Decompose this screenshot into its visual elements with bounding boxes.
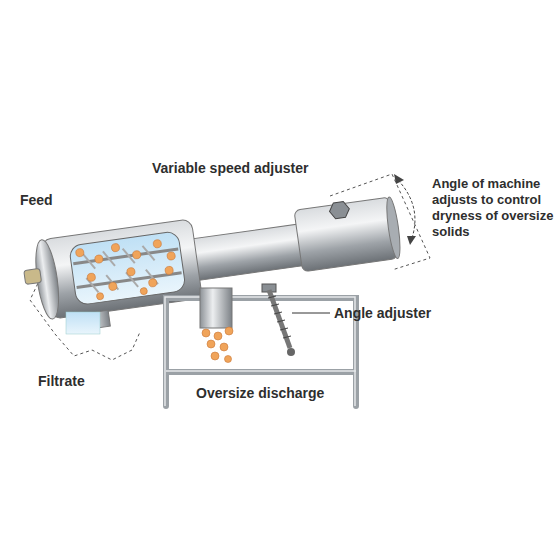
callout-label: Angle adjuster: [334, 305, 431, 321]
cutaway: [69, 231, 186, 306]
solid-particles: [75, 236, 180, 304]
label-box: Angle adjuster: [334, 305, 431, 322]
drum-housing: [41, 219, 203, 319]
middle-tube: [192, 223, 309, 280]
arrow-head: [394, 174, 404, 184]
callout-label: Angle of machine adjusts to control dryn…: [432, 176, 553, 239]
motor-housing: [294, 197, 398, 272]
support-frame: [166, 298, 356, 406]
label-box: Angle of machine adjusts to control dryn…: [432, 176, 556, 240]
discharge-chute: [200, 288, 232, 328]
oversize-particles: [202, 327, 233, 363]
speed-adjuster-knob: [328, 201, 350, 220]
callout-label: Filtrate: [38, 373, 85, 389]
callout-label: Feed: [20, 192, 53, 208]
callout-label: Variable speed adjuster: [152, 160, 308, 176]
filtrate-stream: [66, 312, 100, 334]
label-box: Filtrate: [38, 373, 85, 390]
frame-highlight: [165, 297, 356, 406]
raised-outline: [30, 174, 430, 360]
tilt-arrow: [398, 180, 415, 238]
leader-line: [292, 313, 330, 314]
motor-end: [384, 196, 403, 259]
arrow-head: [407, 236, 416, 245]
feed-nozzle: [24, 268, 42, 284]
label-box: Oversize discharge: [196, 385, 324, 402]
callout-label: Oversize discharge: [196, 385, 324, 401]
screw-flights: [83, 244, 158, 293]
label-box: Variable speed adjuster: [152, 160, 308, 177]
label-box: Feed: [20, 192, 53, 209]
angle-adjuster: [262, 284, 295, 356]
